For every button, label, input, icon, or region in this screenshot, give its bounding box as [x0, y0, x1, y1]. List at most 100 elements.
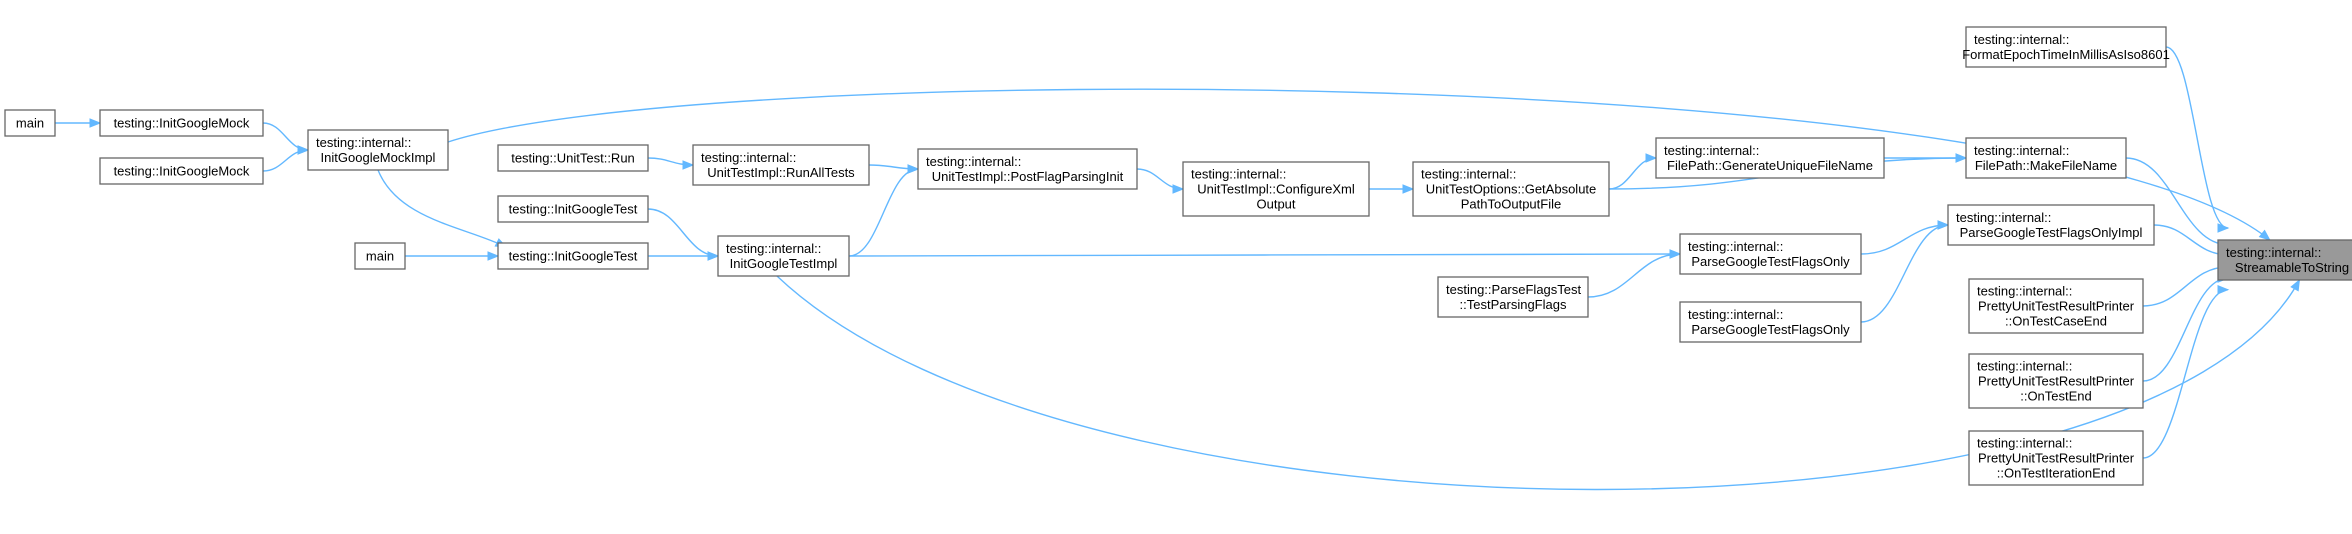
edge-arrowhead	[1955, 153, 1968, 163]
graph-edge	[1368, 184, 1415, 194]
node-label-line: ::OnTestEnd	[2020, 389, 2092, 404]
node-label-line: testing::internal::	[1688, 307, 1783, 322]
node-box	[1947, 204, 2155, 246]
node-label-line: testing::InitGoogleMock	[114, 116, 250, 131]
node-label-line: testing::internal::	[2226, 245, 2321, 260]
node-label-line: testing::ParseFlagsTest	[1446, 282, 1582, 297]
node-label-line: FormatEpochTimeInMillisAsIso8601	[1962, 47, 2170, 62]
edge-line	[647, 208, 719, 257]
edge-arrowhead	[1402, 184, 1415, 194]
node-label-line: ParseGoogleTestFlagsOnlyImpl	[1960, 225, 2143, 240]
graph-edge	[1608, 153, 1658, 190]
edge-arrowhead	[2217, 284, 2230, 295]
graph-node-main[interactable]: main	[354, 242, 406, 270]
edge-line	[1608, 157, 1657, 190]
node-label-line: testing::internal::	[1977, 284, 2072, 299]
edge-line	[2142, 266, 2229, 307]
edge-line	[776, 275, 2301, 491]
node-box	[1968, 278, 2144, 334]
node-label-line: ParseGoogleTestFlagsOnly	[1691, 254, 1850, 269]
graph-node-testing-internal-unittestimpl-runalltests[interactable]: testing::internal::UnitTestImpl::RunAllT…	[692, 144, 870, 186]
node-label-line: InitGoogleTestImpl	[730, 256, 838, 271]
edge-arrowhead	[297, 145, 310, 155]
node-label-line: testing::internal::	[1974, 32, 2069, 47]
graph-node-testing-initgoogletest[interactable]: testing::InitGoogleTest	[497, 195, 649, 223]
graph-edge	[404, 251, 500, 261]
node-label-line: testing::internal::	[926, 154, 1021, 169]
edge-line	[2142, 277, 2229, 382]
node-label-line: ::OnTestIterationEnd	[1997, 466, 2116, 481]
graph-node-testing-internal-filepath-generateuniquefilename[interactable]: testing::internal::FilePath::GenerateUni…	[1655, 137, 1885, 179]
node-label-line: testing::internal::	[1956, 210, 2051, 225]
edge-arrowhead	[1645, 153, 1658, 163]
edge-line	[1860, 224, 1949, 255]
edge-line	[2165, 46, 2229, 229]
node-label-line: testing::internal::	[1977, 359, 2072, 374]
node-label-line: testing::internal::	[1421, 167, 1516, 182]
edge-line	[1860, 224, 1949, 323]
edge-line	[1587, 253, 1681, 298]
graph-node-testing-internal-initgoogletestimpl[interactable]: testing::internal::InitGoogleTestImpl	[717, 235, 850, 277]
graph-edge	[647, 251, 720, 261]
node-label-line: PrettyUnitTestResultPrinter	[1978, 451, 2135, 466]
node-box	[1965, 137, 2127, 179]
node-box	[1968, 353, 2144, 409]
node-box	[497, 242, 649, 270]
node-label-line: testing::InitGoogleMock	[114, 164, 250, 179]
node-label-line: testing::internal::	[1191, 167, 1286, 182]
graph-node-testing-internal-formatepochtimeinmillisasiso8601[interactable]: testing::internal::FormatEpochTimeInMill…	[1962, 26, 2170, 68]
graph-node-testing-internal-unittestoptions-getabsolute-pathtooutputfile[interactable]: testing::internal::UnitTestOptions::GetA…	[1412, 161, 1610, 217]
node-label-line: FilePath::MakeFileName	[1975, 158, 2117, 173]
graph-node-testing-initgoogletest[interactable]: testing::InitGoogleTest	[497, 242, 649, 270]
node-box	[497, 195, 649, 223]
node-label-line: UnitTestImpl::ConfigureXml	[1197, 182, 1355, 197]
graph-edge	[2142, 262, 2230, 307]
node-box	[1655, 137, 1885, 179]
node-box	[1968, 430, 2144, 486]
edge-line	[2142, 289, 2229, 459]
graph-node-testing-unittest-run[interactable]: testing::UnitTest::Run	[497, 144, 649, 172]
node-box	[4, 109, 56, 137]
edge-arrowhead	[2217, 223, 2230, 233]
node-box	[99, 157, 264, 185]
graph-node-testing-internal-unittestimpl-postflagparsinginit[interactable]: testing::internal::UnitTestImpl::PostFla…	[917, 148, 1138, 190]
graph-node-testing-parseflagstest-testparsingflags[interactable]: testing::ParseFlagsTest::TestParsingFlag…	[1437, 276, 1589, 318]
graph-node-testing-internal-parsegoogletestflagsonly[interactable]: testing::internal::ParseGoogleTestFlagsO…	[1679, 301, 1862, 343]
graph-node-testing-internal-streamabletostring[interactable]: testing::internal::StreamableToString	[2217, 239, 2352, 281]
node-label-line: testing::internal::	[1974, 143, 2069, 158]
node-label-line: UnitTestImpl::RunAllTests	[707, 165, 855, 180]
edge-line	[2153, 224, 2229, 256]
graph-node-testing-initgooglemock[interactable]: testing::InitGoogleMock	[99, 157, 264, 185]
edge-arrowhead	[89, 118, 102, 128]
graph-node-main[interactable]: main	[4, 109, 56, 137]
graph-node-testing-internal-prettyunittestresultprinter-ontestcaseend[interactable]: testing::internal::PrettyUnitTestResultP…	[1968, 278, 2144, 334]
graph-edge	[262, 145, 310, 172]
graph-node-testing-internal-parsegoogletestflagsonlyimpl[interactable]: testing::internal::ParseGoogleTestFlagsO…	[1947, 204, 2155, 246]
graph-node-testing-internal-parsegoogletestflagsonly[interactable]: testing::internal::ParseGoogleTestFlagsO…	[1679, 233, 1862, 275]
graph-node-testing-internal-unittestimpl-configurexml-output[interactable]: testing::internal::UnitTestImpl::Configu…	[1182, 161, 1370, 217]
graph-edge	[2153, 224, 2230, 260]
node-label-line: testing::internal::	[1977, 436, 2072, 451]
graph-node-testing-internal-filepath-makefilename[interactable]: testing::internal::FilePath::MakeFileNam…	[1965, 137, 2127, 179]
node-label-line: PathToOutputFile	[1461, 197, 1561, 212]
edge-arrowhead	[1937, 220, 1950, 230]
node-label-line: UnitTestImpl::PostFlagParsingInit	[932, 169, 1124, 184]
graph-edge	[868, 164, 920, 174]
node-box	[307, 129, 449, 171]
node-label-line: InitGoogleMockImpl	[321, 150, 436, 165]
graph-node-testing-internal-initgooglemockimpl[interactable]: testing::internal::InitGoogleMockImpl	[307, 129, 449, 171]
node-box	[717, 235, 850, 277]
node-box	[497, 144, 649, 172]
node-box	[1182, 161, 1370, 217]
edge-line	[848, 253, 1681, 257]
graph-node-testing-internal-prettyunittestresultprinter-ontestiterationend[interactable]: testing::internal::PrettyUnitTestResultP…	[1968, 430, 2144, 486]
graph-node-testing-initgooglemock[interactable]: testing::InitGoogleMock	[99, 109, 264, 137]
node-label-line: UnitTestOptions::GetAbsolute	[1426, 182, 1597, 197]
node-label-line: testing::internal::	[701, 150, 796, 165]
edge-arrowhead	[907, 164, 920, 174]
graph-node-testing-internal-prettyunittestresultprinter-ontestend[interactable]: testing::internal::PrettyUnitTestResultP…	[1968, 353, 2144, 409]
node-label-line: main	[16, 116, 44, 131]
edge-line	[2125, 157, 2229, 246]
node-box	[1437, 276, 1589, 318]
node-label-line: main	[366, 249, 394, 264]
